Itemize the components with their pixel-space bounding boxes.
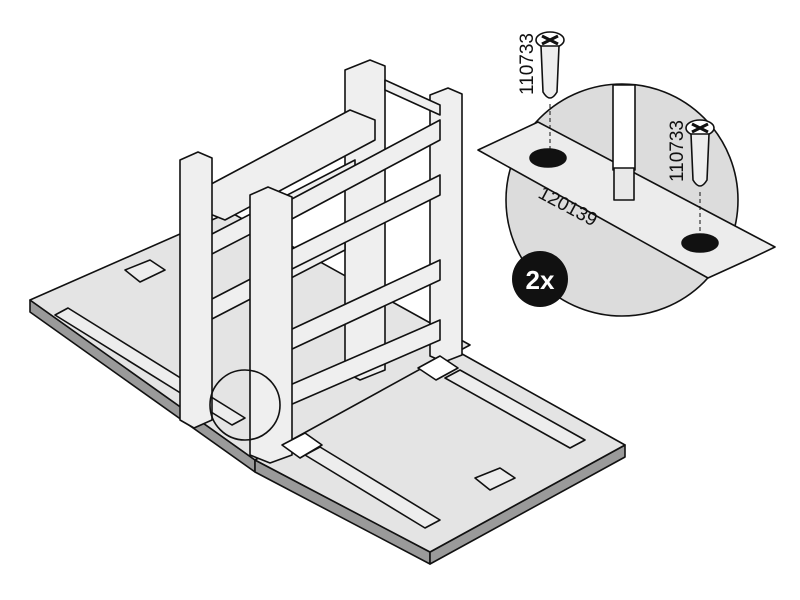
inset-detail: 110733 110733 120139 2x — [477, 31, 776, 317]
screwdriver-icon — [612, 84, 636, 171]
screw-icon — [535, 31, 565, 99]
detail-callout-circle — [209, 369, 281, 441]
quantity-badge — [512, 251, 568, 307]
part-number-screw-right: 110733 — [667, 120, 688, 182]
slot-hole-icon — [529, 148, 567, 168]
hinges — [281, 355, 459, 459]
slot-hole-icon — [681, 233, 719, 253]
screw-in-hole-icon — [613, 167, 635, 201]
quantity-badge-text: 2x — [526, 265, 555, 295]
part-number-screw-top: 110733 — [517, 33, 538, 95]
right-panel — [254, 349, 626, 565]
screw-icon — [685, 119, 715, 187]
chair-frame — [179, 59, 463, 464]
